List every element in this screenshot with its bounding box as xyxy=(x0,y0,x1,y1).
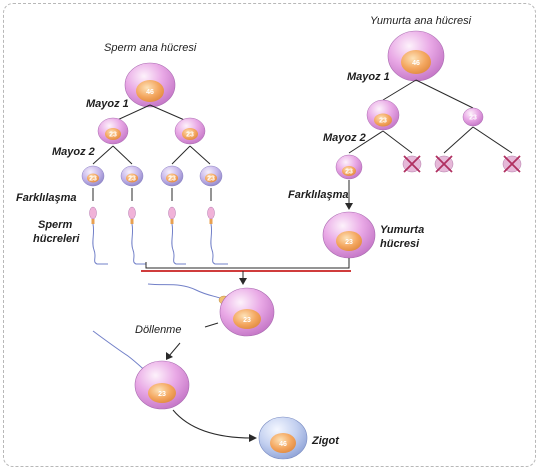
zygote-arrowhead xyxy=(249,434,257,442)
sperm-mother-label: Sperm ana hücresi xyxy=(104,42,197,54)
zygote: 46 xyxy=(259,417,307,459)
egg-mother-label: Yumurta ana hücresi xyxy=(370,15,472,27)
polar-body-degenerated-2 xyxy=(435,156,453,172)
polar-body-degenerated-1 xyxy=(403,156,421,172)
secondary-oocyte: 23 xyxy=(336,155,362,179)
egg-mother-chromosome: 46 xyxy=(412,60,420,67)
meiosis2-left-label: Mayoz 2 xyxy=(52,146,95,158)
differentiation-right-label: Farklılaşma xyxy=(288,189,349,201)
primary-spermatocyte-left: 23 xyxy=(98,118,128,144)
chromosome-count: 23 xyxy=(168,176,176,183)
chromosome-count: 23 xyxy=(89,176,97,183)
sperm-mother-chromosome: 46 xyxy=(146,89,154,96)
differentiation-right-arrowhead xyxy=(345,203,353,210)
sperm-1 xyxy=(90,207,109,264)
egg-cell-label-2: hücresi xyxy=(380,238,420,250)
fertilization-label: Döllenme xyxy=(135,324,181,336)
chromosome-count: 23 xyxy=(128,176,136,183)
meiosis2-right-label: Mayoz 2 xyxy=(323,132,366,144)
meiosis2-right-arrows xyxy=(349,127,512,153)
meiosis2-left-arrows xyxy=(93,146,210,164)
fertilized-egg: 23 xyxy=(93,331,189,409)
chromosome-count: 23 xyxy=(345,169,353,176)
spermatid-3: 23 xyxy=(161,166,183,186)
primary-oocyte: 23 xyxy=(367,100,399,130)
meiosis1-right-label: Mayoz 1 xyxy=(347,71,390,83)
meiosis1-right-arrows xyxy=(383,80,473,108)
sperm-cells-label-1: Sperm xyxy=(38,219,72,231)
sperm-cells-label-2: hücreleri xyxy=(33,233,80,245)
zygote-arrow xyxy=(173,410,252,438)
first-polar-body: 23 xyxy=(463,108,483,126)
polar-body-degenerated-3 xyxy=(503,156,521,172)
spermatid-4: 23 xyxy=(200,166,222,186)
chromosome-count: 23 xyxy=(469,115,477,122)
sperm-cells xyxy=(90,207,229,264)
spermatid-2: 23 xyxy=(121,166,143,186)
chromosome-count: 23 xyxy=(158,391,166,398)
sperm-mother-cell: 46 xyxy=(125,63,175,107)
egg-mother-cell: 46 xyxy=(388,31,444,81)
zygote-label: Zigot xyxy=(311,435,340,447)
sperm-4 xyxy=(208,207,229,264)
differentiation-left-arrows xyxy=(93,188,211,201)
fertilization-pointer xyxy=(205,323,218,327)
meiosis1-left-label: Mayoz 1 xyxy=(86,98,129,110)
spermatid-1: 23 xyxy=(82,166,104,186)
chromosome-count: 23 xyxy=(186,132,194,139)
differentiation-left-label: Farklılaşma xyxy=(16,192,77,204)
sperm-2 xyxy=(129,207,147,264)
join-down-arrowhead xyxy=(239,278,247,285)
egg-cell-label-1: Yumurta xyxy=(380,224,424,236)
join-bracket xyxy=(146,258,349,268)
chromosome-count: 23 xyxy=(345,239,353,246)
sperm-3 xyxy=(169,207,187,264)
egg-cell: 23 xyxy=(323,212,375,258)
chromosome-count: 23 xyxy=(207,176,215,183)
chromosome-count: 23 xyxy=(109,132,117,139)
chromosome-count: 23 xyxy=(379,118,387,125)
primary-spermatocyte-right: 23 xyxy=(175,118,205,144)
zygote-chromosome: 46 xyxy=(279,441,287,448)
chromosome-count: 23 xyxy=(243,317,251,324)
fertilization-arrow xyxy=(169,343,180,356)
